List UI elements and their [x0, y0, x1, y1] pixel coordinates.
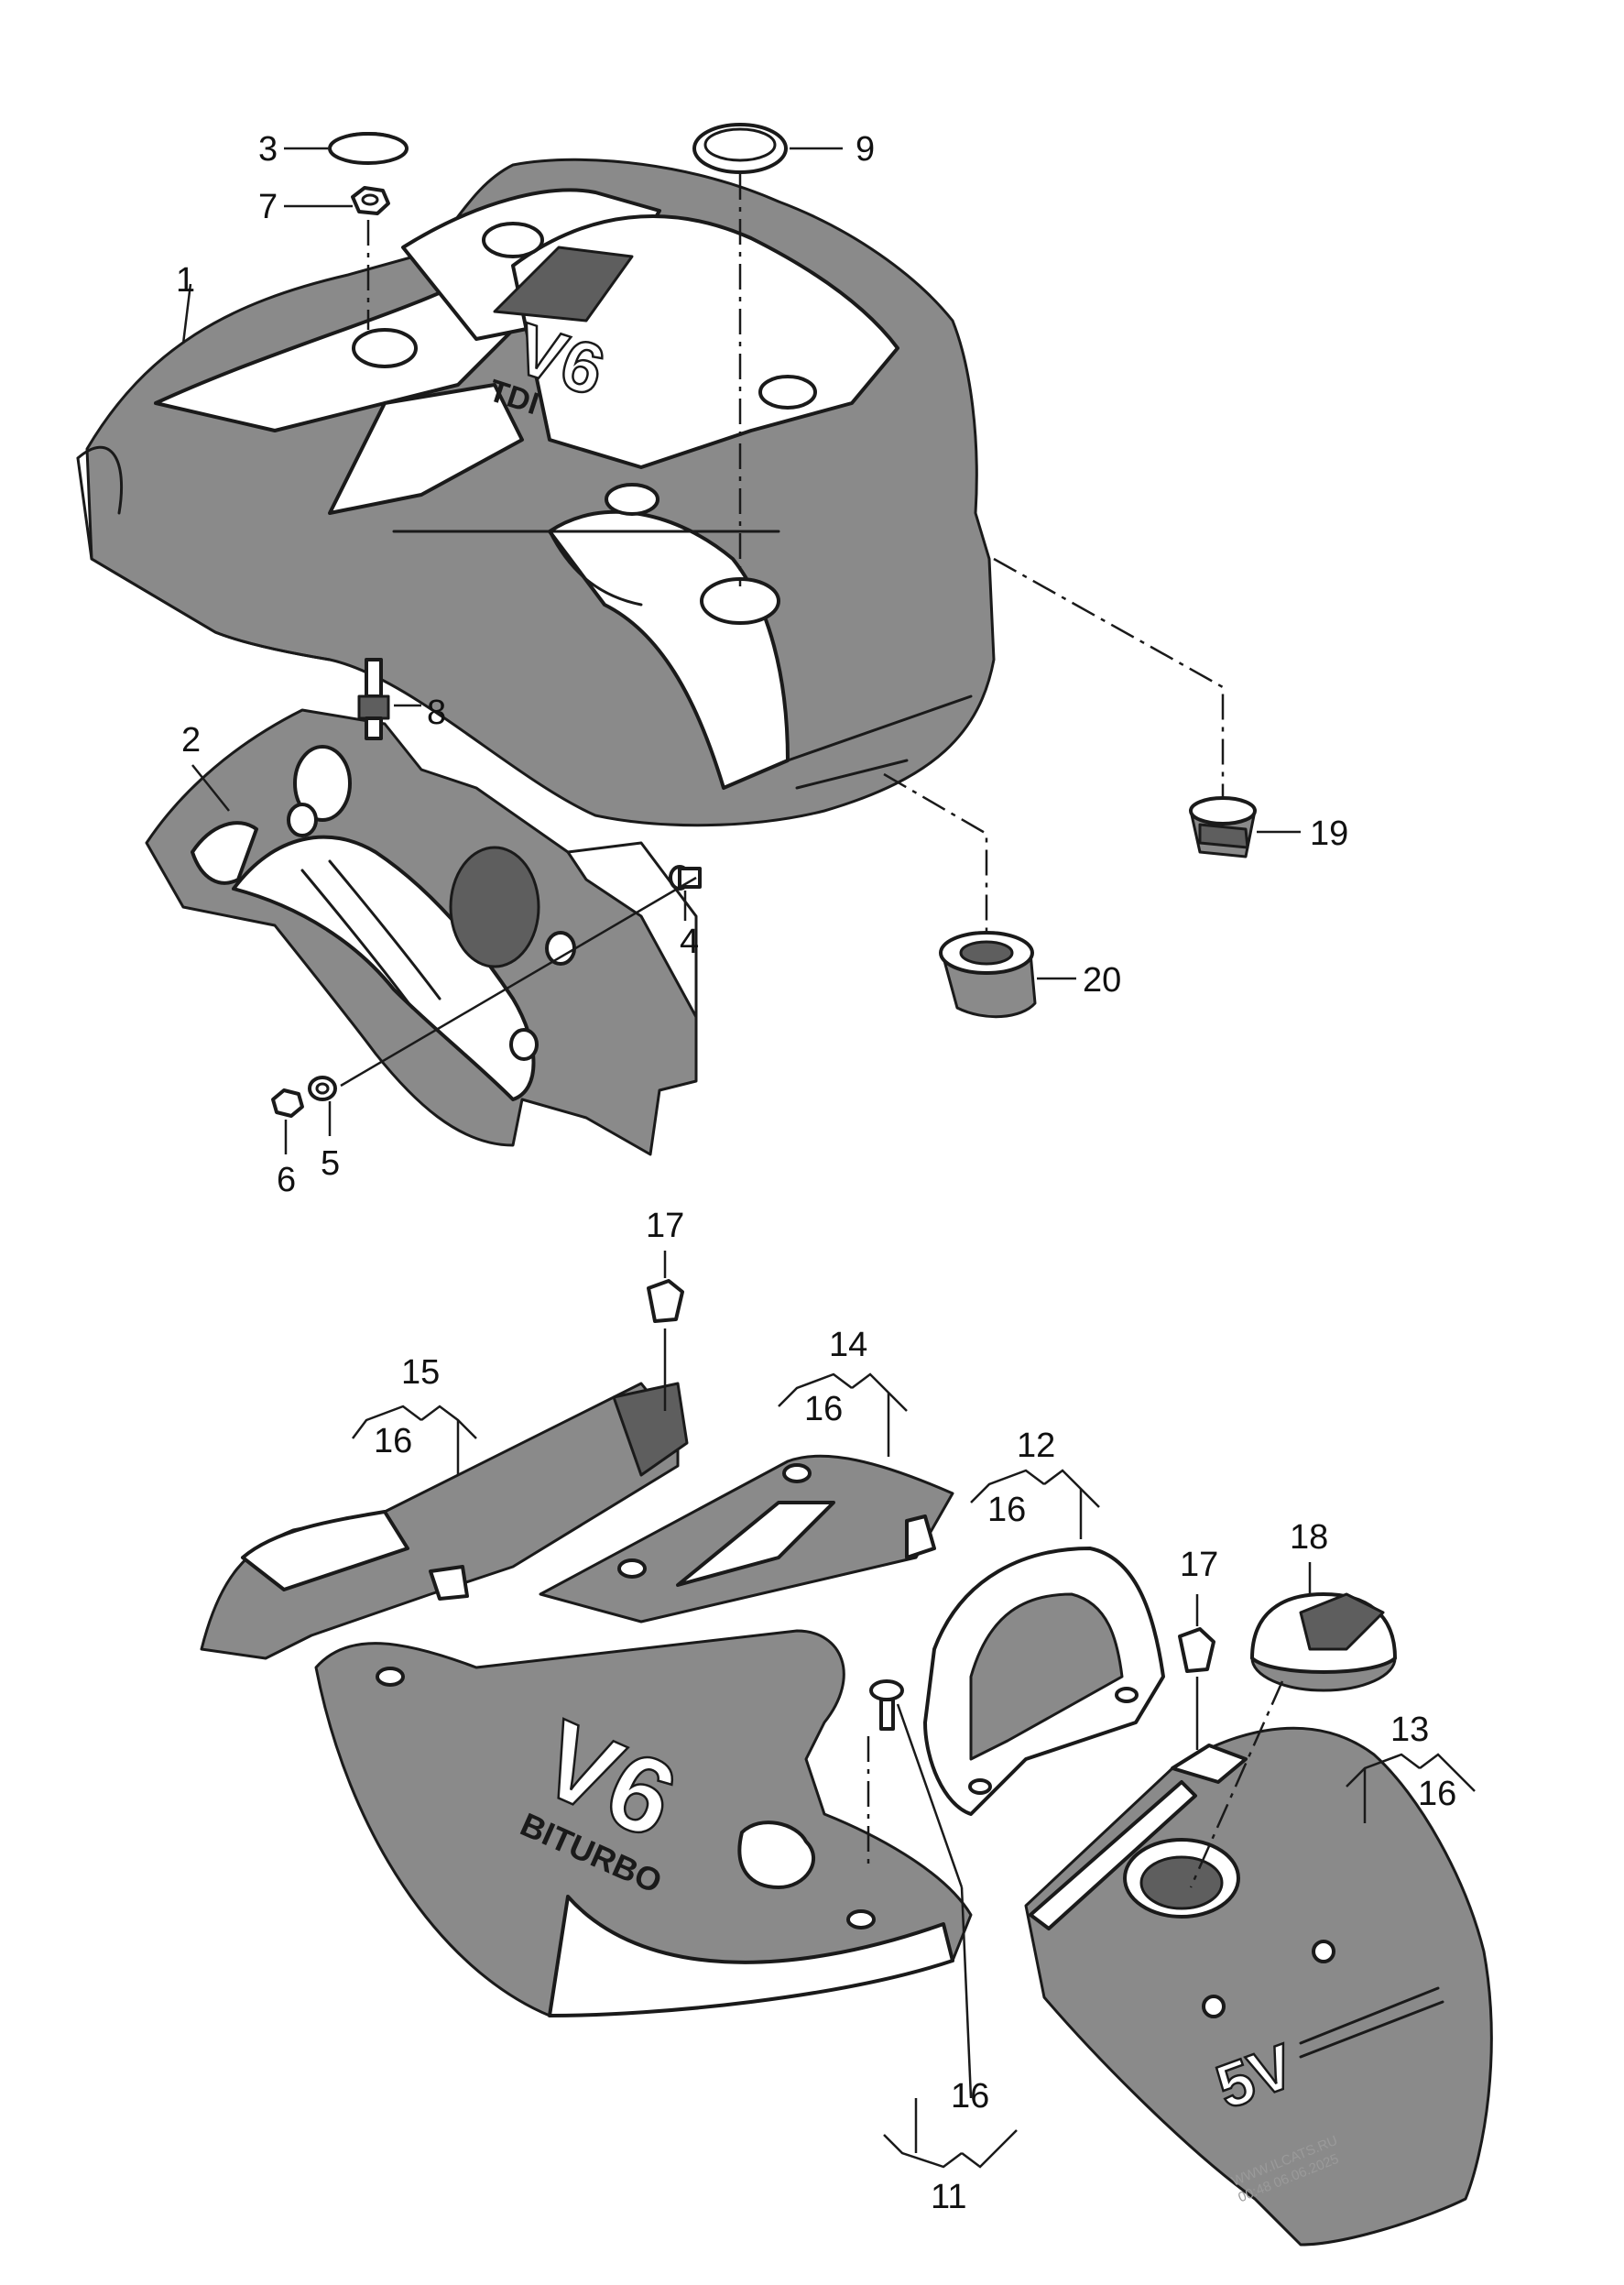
- callout-16-duct[interactable]: 16: [374, 1422, 412, 1460]
- callout-11[interactable]: 11: [931, 2178, 966, 2216]
- upper-leaders: [181, 147, 1301, 1154]
- lower-leaders: [352, 1251, 1476, 2169]
- callout-14[interactable]: 14: [829, 1326, 867, 1364]
- callout-18[interactable]: 18: [1290, 1518, 1328, 1557]
- callout-7[interactable]: 7: [258, 188, 278, 226]
- heat-shield-14[interactable]: [539, 1454, 954, 1624]
- nut-7[interactable]: [351, 186, 390, 215]
- callout-20[interactable]: 20: [1083, 961, 1121, 1000]
- washer-5[interactable]: [308, 1076, 337, 1101]
- callout-16-side[interactable]: 16: [1418, 1775, 1456, 1813]
- stud-8[interactable]: [357, 658, 390, 740]
- callout-6[interactable]: 6: [277, 1161, 296, 1199]
- callout-13[interactable]: 13: [1390, 1711, 1429, 1749]
- clip-17-a[interactable]: [647, 1279, 684, 1323]
- callout-19[interactable]: 19: [1310, 815, 1348, 853]
- mount-19[interactable]: [1189, 796, 1257, 858]
- callout-4[interactable]: 4: [680, 923, 699, 961]
- oil-cap-18[interactable]: [1250, 1592, 1397, 1692]
- callout-3[interactable]: 3: [258, 130, 278, 169]
- callout-16-shield[interactable]: 16: [804, 1390, 843, 1428]
- cap-3[interactable]: [328, 132, 409, 165]
- callout-16-gasket[interactable]: 16: [987, 1491, 1026, 1529]
- side-cover-13[interactable]: 5V: [1024, 1726, 1493, 2247]
- screw-16[interactable]: [869, 1679, 904, 1731]
- mount-20[interactable]: [939, 931, 1037, 1019]
- air-duct-15[interactable]: [200, 1382, 689, 1660]
- clip-17-b[interactable]: [1178, 1627, 1215, 1673]
- timing-belt-cover[interactable]: [145, 708, 698, 1156]
- nut-6[interactable]: [271, 1088, 304, 1118]
- bolt-4[interactable]: [669, 865, 702, 891]
- callout-2[interactable]: 2: [181, 721, 201, 760]
- callout-labels: 3 7 9 1 2 8 4 5 6 19 20 17 15 16 14 16 1…: [176, 130, 1456, 2216]
- callout-17-right[interactable]: 17: [1180, 1546, 1218, 1584]
- gasket-12[interactable]: [923, 1547, 1165, 1816]
- engine-cover-upper[interactable]: V6 TDI: [76, 158, 996, 827]
- grommet-9[interactable]: [692, 123, 788, 174]
- callout-9[interactable]: 9: [856, 130, 875, 169]
- callout-17-top[interactable]: 17: [646, 1207, 684, 1245]
- callout-1[interactable]: 1: [176, 261, 195, 300]
- callout-8[interactable]: 8: [427, 694, 446, 732]
- callout-15[interactable]: 15: [401, 1353, 440, 1392]
- engine-cover-lower[interactable]: V6 BITURBO: [314, 1629, 973, 2017]
- callout-12[interactable]: 12: [1017, 1427, 1055, 1465]
- callout-16-screw[interactable]: 16: [951, 2077, 989, 2116]
- callout-5[interactable]: 5: [321, 1144, 340, 1183]
